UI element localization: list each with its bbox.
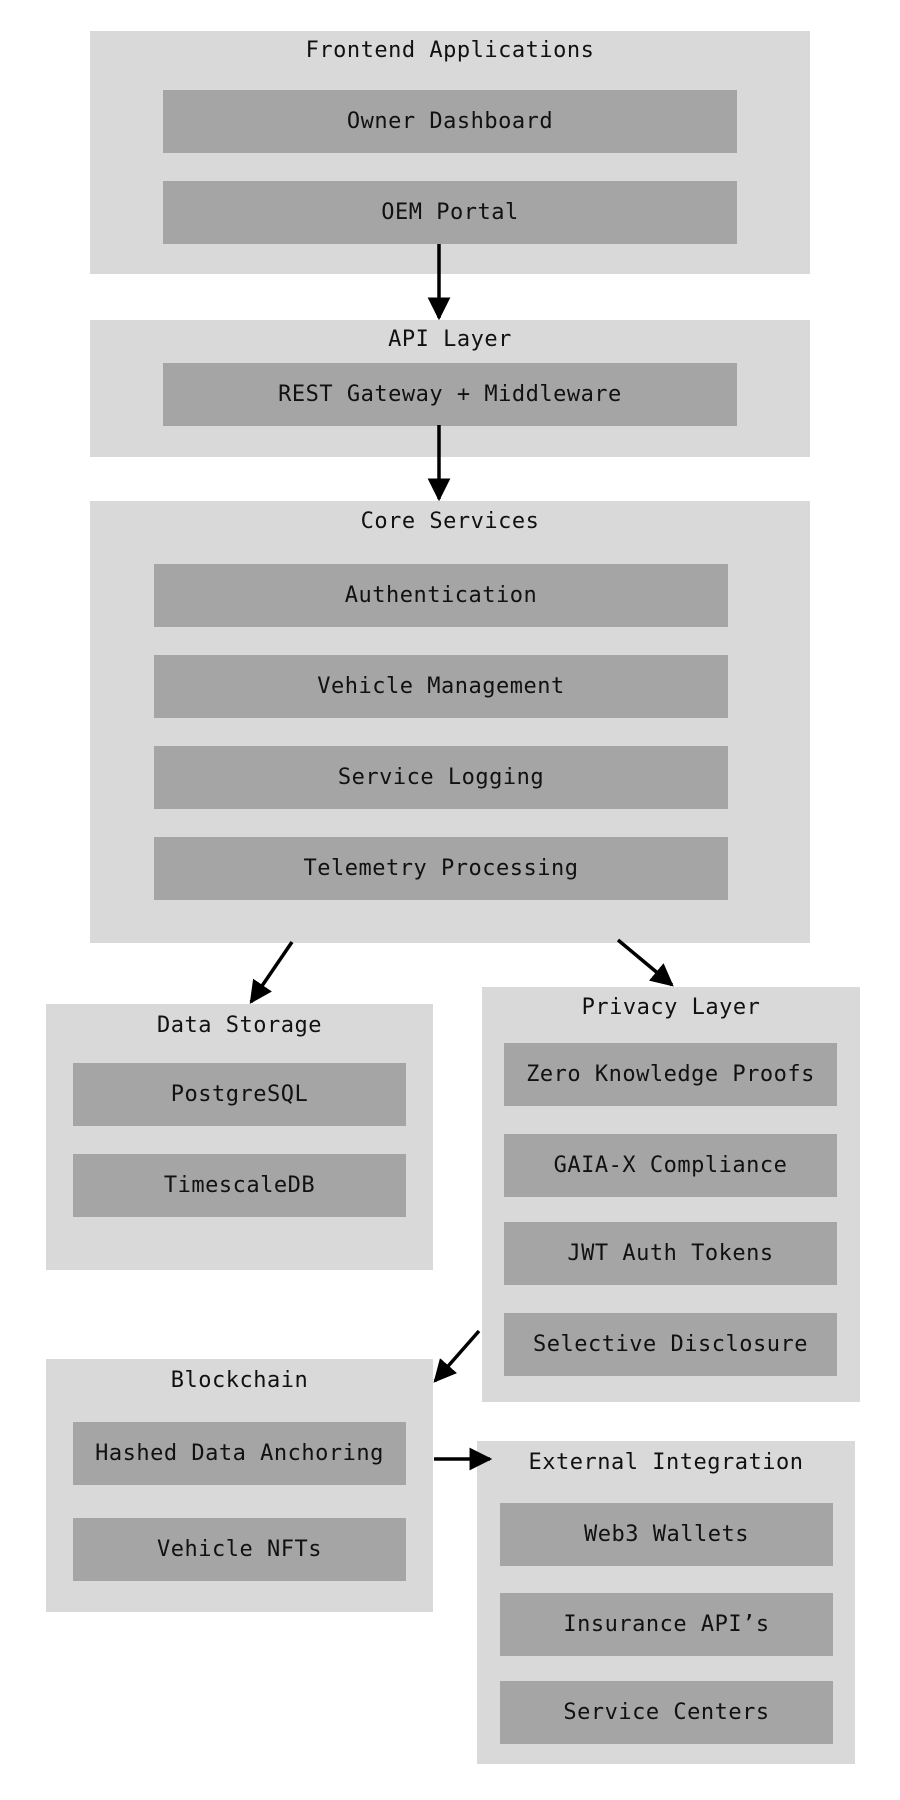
arrow-core-to-privacy bbox=[616, 938, 674, 987]
frontend-applications-group: Frontend Applications Owner Dashboard OE… bbox=[90, 31, 810, 274]
zero-knowledge-proofs-box: Zero Knowledge Proofs bbox=[504, 1043, 837, 1106]
authentication-box: Authentication bbox=[154, 564, 728, 627]
timescaledb-box: TimescaleDB bbox=[73, 1154, 406, 1217]
jwt-auth-tokens-box: JWT Auth Tokens bbox=[504, 1222, 837, 1285]
rest-gateway-box: REST Gateway + Middleware bbox=[163, 363, 737, 426]
data-storage-group: Data Storage PostgreSQL TimescaleDB bbox=[46, 1004, 433, 1270]
data-storage-title: Data Storage bbox=[157, 1013, 322, 1038]
arrow-core-to-storage bbox=[249, 941, 294, 1004]
gaia-x-compliance-box: GAIA-X Compliance bbox=[504, 1134, 837, 1197]
selective-disclosure-box: Selective Disclosure bbox=[504, 1313, 837, 1376]
privacy-layer-title: Privacy Layer bbox=[581, 995, 761, 1020]
insurance-apis-box: Insurance API’s bbox=[500, 1593, 833, 1656]
telemetry-processing-box: Telemetry Processing bbox=[154, 837, 728, 900]
external-integration-title: External Integration bbox=[528, 1450, 804, 1475]
frontend-applications-title: Frontend Applications bbox=[305, 38, 595, 63]
hashed-data-anchoring-box: Hashed Data Anchoring bbox=[73, 1422, 406, 1485]
blockchain-group: Blockchain Hashed Data Anchoring Vehicle… bbox=[46, 1359, 433, 1612]
vehicle-nfts-box: Vehicle NFTs bbox=[73, 1518, 406, 1581]
postgresql-box: PostgreSQL bbox=[73, 1063, 406, 1126]
service-centers-box: Service Centers bbox=[500, 1681, 833, 1744]
web3-wallets-box: Web3 Wallets bbox=[500, 1503, 833, 1566]
service-logging-box: Service Logging bbox=[154, 746, 728, 809]
api-layer-title: API Layer bbox=[388, 327, 512, 352]
oem-portal-box: OEM Portal bbox=[163, 181, 737, 244]
external-integration-group: External Integration Web3 Wallets Insura… bbox=[477, 1441, 855, 1764]
arrow-privacy-to-blockchain bbox=[433, 1329, 481, 1383]
api-layer-group: API Layer REST Gateway + Middleware bbox=[90, 320, 810, 457]
vehicle-management-box: Vehicle Management bbox=[154, 655, 728, 718]
owner-dashboard-box: Owner Dashboard bbox=[163, 90, 737, 153]
privacy-layer-group: Privacy Layer Zero Knowledge Proofs GAIA… bbox=[482, 987, 860, 1402]
blockchain-title: Blockchain bbox=[170, 1368, 309, 1393]
core-services-group: Core Services Authentication Vehicle Man… bbox=[90, 501, 810, 943]
core-services-title: Core Services bbox=[360, 509, 540, 534]
